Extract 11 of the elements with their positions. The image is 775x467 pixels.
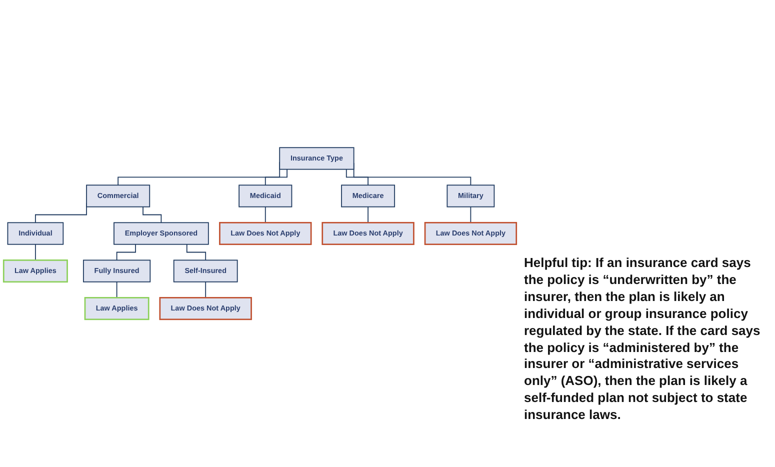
- connector: [116, 281, 118, 298]
- connector: [142, 206, 162, 224]
- connector: [116, 244, 136, 261]
- connector: [264, 206, 266, 224]
- connector: [35, 244, 36, 261]
- connector: [205, 281, 206, 298]
- connector: [470, 206, 472, 224]
- tip-note: Helpful tip: If an insurance card says the policy is “underwritten by” the insurer, then the plan is likely an individual or group insurance policy regulated by the state. If the card says the policy is “administered by” the insurer or “administrative services only” (ASO), then the plan is likely a self-funded plan not subject to state insurance laws.: [524, 255, 762, 424]
- connector: [346, 168, 368, 186]
- connector: [264, 168, 288, 186]
- connector: [186, 244, 206, 261]
